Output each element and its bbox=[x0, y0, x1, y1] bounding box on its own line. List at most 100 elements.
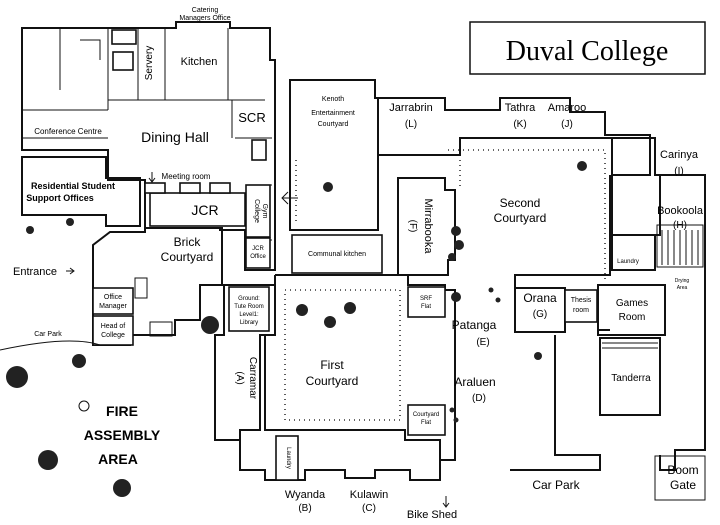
tree-icon bbox=[26, 226, 34, 234]
label-drying: Drying bbox=[675, 278, 690, 284]
tree-icon bbox=[201, 316, 219, 334]
label-boom-gate: Gate bbox=[670, 478, 696, 492]
label-tathra: Tathra bbox=[505, 102, 536, 114]
head-office-outline bbox=[92, 315, 134, 346]
tree-icon bbox=[324, 316, 336, 328]
laundry-bottom-outline bbox=[275, 435, 299, 481]
laundry-block-outline bbox=[611, 234, 656, 271]
label-tathra-code: (K) bbox=[513, 119, 526, 130]
label-scr: SCR bbox=[238, 110, 265, 125]
label-jcr: JCR bbox=[191, 202, 218, 218]
drying-lines bbox=[661, 230, 699, 265]
label-carinya-code: (I) bbox=[674, 166, 683, 177]
label-araluen-code: (D) bbox=[472, 393, 486, 404]
label-courtyard-flat: Courtyard bbox=[413, 412, 439, 418]
srf-flat-outline bbox=[407, 286, 446, 318]
tree-icon bbox=[323, 182, 333, 192]
courtyard-flat-outline bbox=[407, 404, 446, 436]
trees bbox=[6, 161, 587, 497]
label-fire: FIRE bbox=[106, 403, 138, 419]
tree-icon bbox=[72, 354, 86, 368]
label-kulawin-code: (C) bbox=[362, 503, 376, 514]
label-car-park-left: Car Park bbox=[34, 331, 62, 338]
carramar-outline bbox=[214, 284, 276, 441]
bike-shed-arrow-icon bbox=[442, 496, 450, 508]
label-meeting-room: Meeting room bbox=[162, 172, 211, 181]
tree-icon bbox=[113, 479, 131, 497]
title-frame bbox=[469, 21, 706, 75]
label-patanga: Patanga bbox=[452, 318, 497, 332]
label-college: College bbox=[101, 332, 125, 339]
room-outline bbox=[112, 51, 134, 71]
label-college: College bbox=[253, 199, 260, 223]
label-communal-kitchen: Communal kitchen bbox=[308, 251, 366, 258]
communal-kitchen-outline bbox=[291, 234, 383, 274]
label-boom: Boom bbox=[667, 463, 698, 477]
label-wyanda-code: (B) bbox=[298, 503, 311, 514]
tree-icon bbox=[6, 366, 28, 388]
residential-block-outline bbox=[21, 156, 141, 227]
tree-icon bbox=[66, 218, 74, 226]
arrow-left-icon bbox=[281, 191, 298, 205]
label-office: Office bbox=[104, 294, 122, 301]
tree-icon bbox=[344, 302, 356, 314]
first-courtyard-path bbox=[284, 289, 401, 421]
label-second: Second bbox=[500, 196, 541, 210]
jcr-outline bbox=[149, 192, 246, 227]
tree-icon bbox=[451, 292, 461, 302]
tree-icon bbox=[451, 226, 461, 236]
games-room-outline bbox=[597, 284, 666, 336]
label-tute-room: Tute Room bbox=[234, 304, 263, 310]
label-first-courtyard: Courtyard bbox=[306, 374, 359, 388]
tree-icon bbox=[38, 450, 58, 470]
tree-icon bbox=[577, 161, 587, 171]
label-assembly: ASSEMBLY bbox=[84, 427, 161, 443]
second-courtyard-edge bbox=[459, 138, 611, 290]
car-park-curve bbox=[0, 340, 101, 351]
jcr-office-outline bbox=[245, 237, 271, 269]
label-manager: Manager bbox=[99, 303, 127, 310]
label-carinya: Carinya bbox=[660, 149, 699, 161]
gym-outline bbox=[245, 184, 271, 238]
tree-icon bbox=[448, 253, 456, 261]
label-conference-centre: Conference Centre bbox=[34, 127, 102, 136]
label-tanderra: Tanderra bbox=[611, 373, 651, 384]
tree-icon bbox=[495, 297, 501, 303]
label-thesis: Thesis bbox=[571, 297, 592, 304]
thesis-outline bbox=[564, 289, 598, 323]
label-amaroo: Amaroo bbox=[548, 102, 587, 114]
label-mirrabooka-code: (F) bbox=[407, 220, 418, 233]
label-drying-area: Area bbox=[677, 285, 688, 291]
label-patanga-code: (E) bbox=[476, 337, 489, 348]
label-jcr-office-2: Office bbox=[250, 254, 266, 260]
label-carramar: Carramar bbox=[247, 357, 258, 400]
label-jarrabrin-code: (L) bbox=[405, 119, 417, 130]
label-carramar-code: (A) bbox=[234, 371, 245, 384]
tree-icon bbox=[296, 304, 308, 316]
label-entrance: Entrance bbox=[13, 266, 57, 278]
label-orana-code: (G) bbox=[533, 309, 547, 320]
label-first: First bbox=[320, 358, 344, 372]
label-residential-1: Residential Student bbox=[31, 181, 115, 191]
tree-icon bbox=[453, 417, 459, 423]
label-jarrabrin: Jarrabrin bbox=[389, 102, 432, 114]
tute-room-outline bbox=[228, 286, 270, 332]
label-thesis-room: room bbox=[573, 307, 589, 314]
label-orana: Orana bbox=[523, 291, 557, 305]
room-outline bbox=[111, 29, 137, 45]
stairs bbox=[134, 277, 148, 299]
label-level1: Level1: bbox=[239, 312, 259, 318]
label-mirrabooka: Mirrabooka bbox=[422, 198, 434, 254]
tree-icon bbox=[449, 407, 455, 413]
tree-icon bbox=[534, 352, 542, 360]
drying-area-outline bbox=[656, 224, 704, 268]
label-courtyard-flat-2: Flat bbox=[421, 420, 431, 426]
label-head-of: Head of bbox=[101, 323, 126, 330]
east-wall bbox=[510, 174, 706, 471]
label-games: Games bbox=[616, 298, 648, 309]
label-laundry-bottom: Laundry bbox=[285, 447, 291, 469]
label-residential-2: Support Offices bbox=[26, 193, 94, 203]
entrance-arrow-icon bbox=[66, 267, 75, 275]
label-wyanda: Wyanda bbox=[285, 489, 326, 501]
